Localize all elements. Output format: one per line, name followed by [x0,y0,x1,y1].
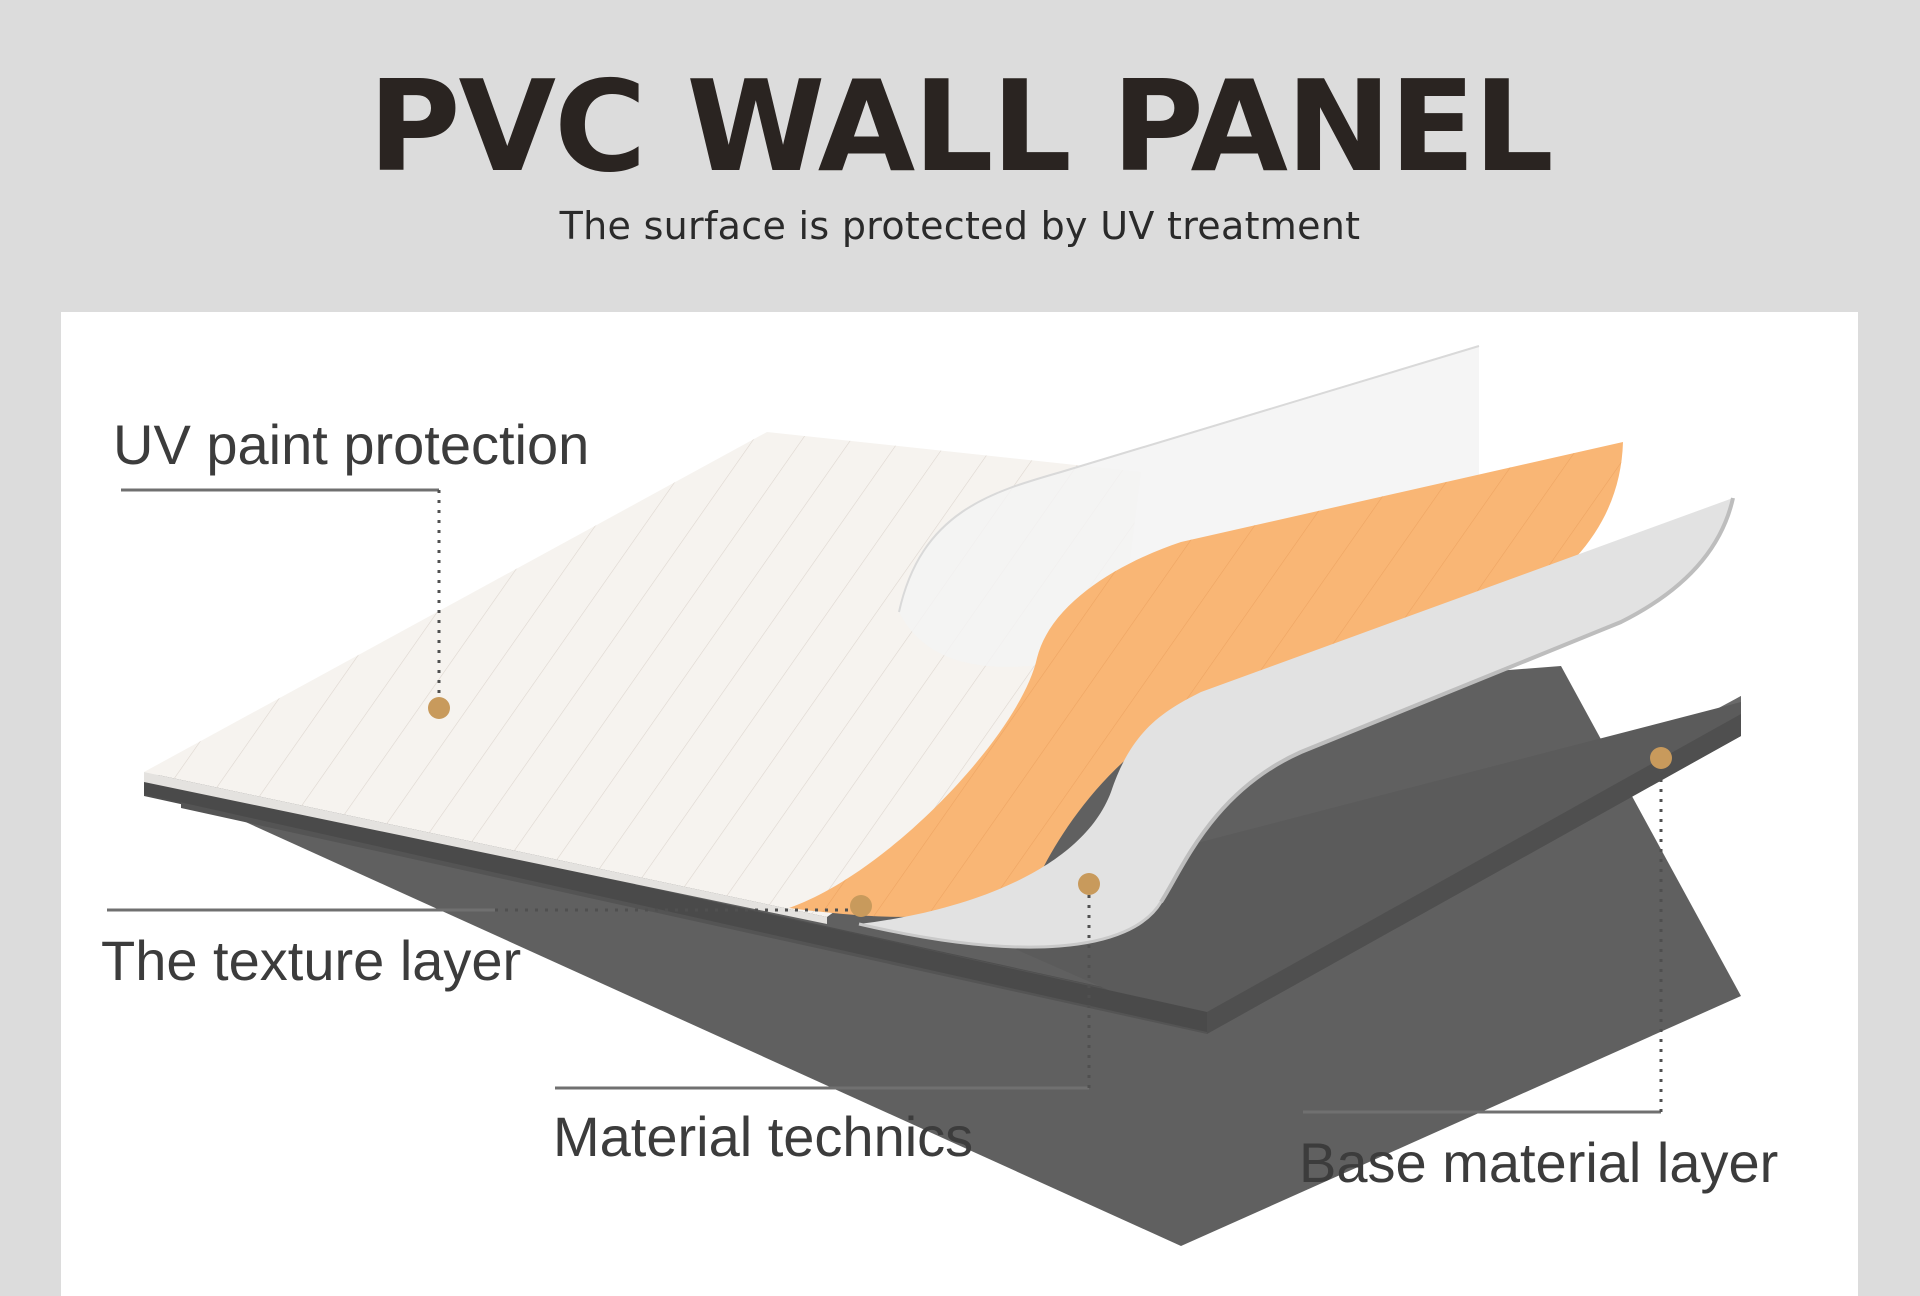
texture-marker [850,895,872,917]
texture-layer [789,442,1623,917]
diagram-panel: UV paint protection The texture layer Ma… [61,312,1858,1296]
page-subtitle: The surface is protected by UV treatment [559,204,1361,248]
uv-paint-layer [144,345,1480,924]
markers [428,697,1672,917]
label-base-material-layer: Base material layer [1299,1131,1779,1194]
label-texture-layer: The texture layer [101,929,522,992]
base-marker [1650,747,1672,769]
material-technics-layer [858,497,1735,949]
label-material-technics: Material technics [553,1105,974,1168]
leader-lines [107,488,1663,1114]
label-uv-paint-protection: UV paint protection [113,413,590,476]
uv-marker [428,697,450,719]
material-marker [1078,873,1100,895]
layers-diagram [107,345,1741,1246]
page-title: PVC WALL PANEL [368,53,1554,200]
